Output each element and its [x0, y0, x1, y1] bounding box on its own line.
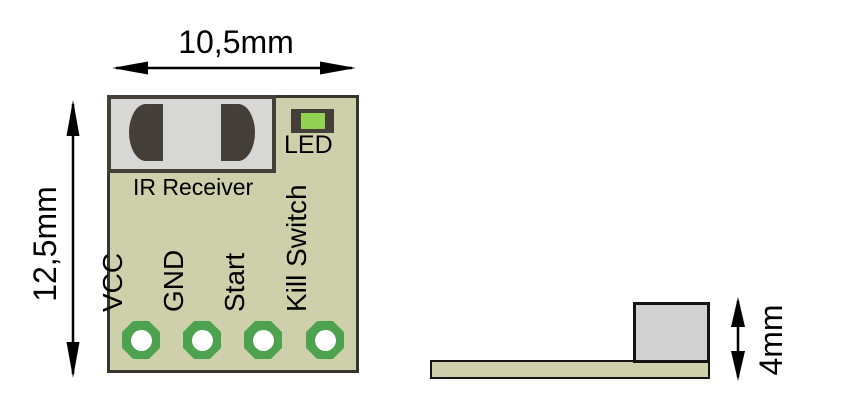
pin-pad-gnd — [183, 321, 221, 359]
height-dimension-arrow — [66, 100, 80, 378]
width-dimension-arrow — [112, 61, 356, 75]
pin-pad-start — [244, 321, 282, 359]
ir-lens-right-icon — [221, 104, 255, 161]
pin-label-kill-switch: Kill Switch — [281, 184, 312, 312]
pin-pad-vcc — [122, 321, 160, 359]
ir-receiver-side-profile — [633, 302, 710, 363]
ir-lens-left-icon — [129, 104, 163, 161]
pin-label-start: Start — [219, 252, 250, 312]
pad-hole — [130, 329, 152, 351]
led-label: LED — [284, 131, 333, 159]
width-dimension-label: 10,5mm — [178, 24, 294, 60]
pcb-board-side-view — [430, 360, 710, 379]
thickness-dimension-label: 4mm — [753, 304, 790, 376]
led-indicator — [291, 109, 334, 133]
thickness-dimension-arrow — [731, 297, 745, 381]
pin-pad-kill-switch — [306, 321, 344, 359]
pin-label-vcc: VCC — [97, 252, 128, 312]
led-die-icon — [301, 113, 325, 129]
ir-receiver-label: IR Receiver — [133, 174, 254, 200]
pad-hole — [252, 329, 274, 351]
pin-label-gnd: GND — [158, 249, 189, 312]
height-dimension-label: 12,5mm — [27, 186, 64, 302]
pad-hole — [314, 329, 336, 351]
pad-hole — [191, 329, 213, 351]
